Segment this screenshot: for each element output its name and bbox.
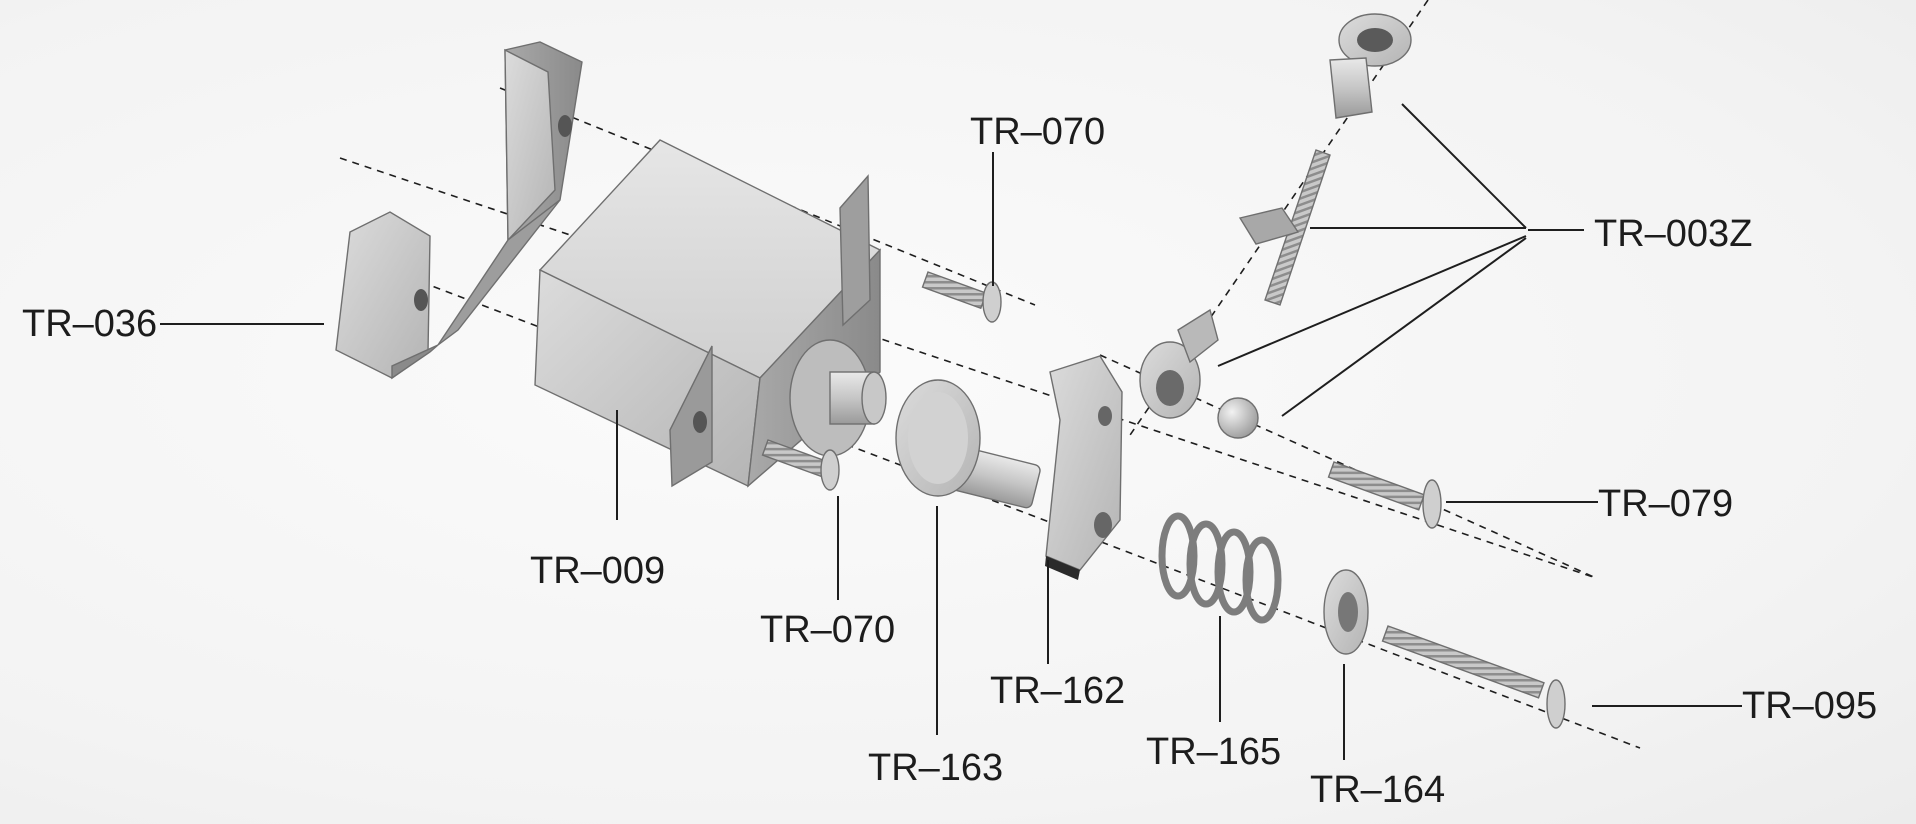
label-tr-036: TR–036 xyxy=(22,303,157,345)
label-tr-163: TR–163 xyxy=(868,747,1003,789)
linkage-set-part xyxy=(1139,13,1412,439)
label-tr-009: TR–009 xyxy=(530,550,665,592)
washer-part xyxy=(1323,569,1369,655)
label-tr-095: TR–095 xyxy=(1742,685,1877,727)
screw-upper xyxy=(921,271,1002,323)
label-tr-162: TR–162 xyxy=(990,670,1125,712)
label-tr-070-top: TR–070 xyxy=(970,111,1105,153)
label-tr-070-bottom: TR–070 xyxy=(760,609,895,651)
spring-part xyxy=(1158,512,1282,624)
horn-adapter-part xyxy=(895,379,1041,509)
label-tr-003z: TR–003Z xyxy=(1594,213,1752,255)
leader-tr-003z-eye xyxy=(1401,103,1527,229)
label-tr-164: TR–164 xyxy=(1310,769,1445,811)
part-labels: TR–036 TR–009 TR–070 TR–070 TR–163 TR–16… xyxy=(22,111,1877,811)
bracket-part xyxy=(335,41,583,380)
screw-ball-link xyxy=(1327,461,1442,529)
leader-tr-003z-socket xyxy=(1217,235,1527,367)
screw-long xyxy=(1381,625,1566,729)
leader-lines xyxy=(160,103,1742,760)
label-tr-165: TR–165 xyxy=(1146,731,1281,773)
screw-lower xyxy=(761,439,840,491)
servo-horn-part xyxy=(1045,355,1123,580)
servo-part xyxy=(534,139,887,488)
leader-tr-003z-ball xyxy=(1281,237,1527,417)
label-tr-079: TR–079 xyxy=(1598,483,1733,525)
